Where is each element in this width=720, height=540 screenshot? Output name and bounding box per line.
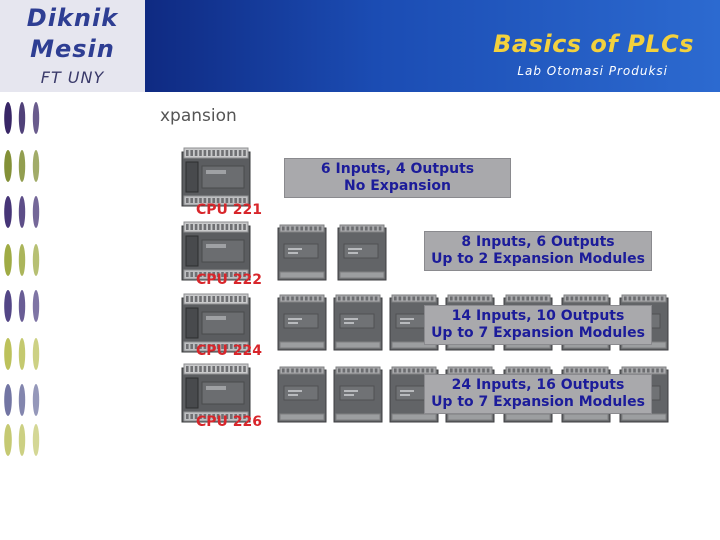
bead-decoration	[4, 102, 40, 456]
expansion-module	[277, 224, 327, 281]
desc-io-224: 14 Inputs, 10 Outputs	[451, 308, 625, 324]
expansion-module	[333, 294, 383, 351]
desc-io-221: 6 Inputs, 4 Outputs	[320, 161, 475, 177]
desc-io-222: 8 Inputs, 6 Outputs	[461, 234, 615, 250]
row-desc-226: 24 Inputs, 16 Outputs Up to 7 Expansion …	[424, 374, 652, 414]
desc-expansion-224: Up to 7 Expansion Modules	[431, 325, 645, 341]
desc-io-226: 24 Inputs, 16 Outputs	[451, 377, 625, 393]
desc-expansion-221: No Expansion	[344, 178, 451, 194]
cpu-unit-222	[181, 221, 251, 281]
desc-expansion-226: Up to 7 Expansion Modules	[431, 394, 645, 410]
row-desc-221: 6 Inputs, 4 Outputs No Expansion	[284, 158, 511, 198]
logo-line-ftuny: FT UNY	[40, 68, 105, 87]
logo-line-diknik: Diknik	[26, 4, 119, 32]
slide-title: Basics of PLCs	[493, 30, 694, 58]
cpu-unit-224	[181, 293, 251, 353]
expansion-module	[277, 294, 327, 351]
section-title: xpansion	[160, 106, 237, 126]
cpu-label-226: CPU 226	[196, 414, 263, 430]
desc-expansion-222: Up to 2 Expansion Modules	[431, 251, 645, 267]
row-desc-222: 8 Inputs, 6 Outputs Up to 2 Expansion Mo…	[424, 231, 652, 271]
cpu-label-222: CPU 222	[196, 272, 263, 288]
slide-subtitle: Lab Otomasi Produksi	[517, 64, 668, 78]
cpu-label-224: CPU 224	[196, 343, 263, 359]
expansion-module	[333, 366, 383, 423]
expansion-module	[337, 224, 387, 281]
logo-box: Diknik Mesin FT UNY	[0, 0, 145, 92]
row-desc-224: 14 Inputs, 10 Outputs Up to 7 Expansion …	[424, 305, 652, 345]
cpu-unit-226	[181, 363, 251, 423]
expansion-module	[277, 366, 327, 423]
cpu-unit-221	[181, 147, 251, 207]
cpu-label-221: CPU 221	[196, 202, 263, 218]
header-banner: Basics of PLCs Lab Otomasi Produksi	[145, 0, 720, 92]
logo-line-mesin: Mesin	[30, 35, 115, 63]
